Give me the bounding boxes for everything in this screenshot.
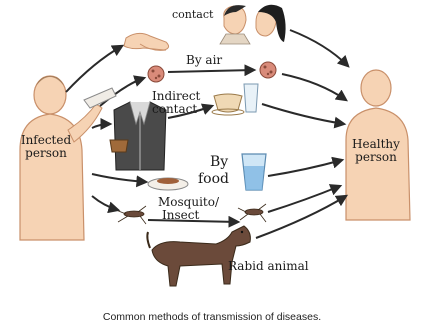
rabid-dog-icon <box>147 226 250 286</box>
arrow-food-in <box>92 174 146 182</box>
arrow-contact-out <box>290 30 348 66</box>
arrow-insect-out <box>268 186 340 212</box>
figure-caption: Common methods of transmission of diseas… <box>103 311 321 323</box>
route-indirect-label-line1: Indirect <box>152 89 201 103</box>
glass-of-water-icon <box>242 154 266 190</box>
target-label-line1: Healthy <box>352 137 400 151</box>
arrow-insect-in <box>92 196 118 210</box>
kissing-couple-icon <box>220 5 286 44</box>
route-air-label: By air <box>186 53 222 67</box>
arrow-animal-out <box>256 196 346 238</box>
target-label-line2: person <box>355 150 397 164</box>
arrow-indirect-in <box>92 124 110 128</box>
arrow-indirect-out <box>262 104 344 124</box>
handshake-icon <box>124 33 169 50</box>
route-animal-label: Rabid animal <box>228 259 309 273</box>
route-food-label-line1: By <box>210 154 228 170</box>
route-insect-label-line1: Mosquito/ <box>158 195 220 209</box>
arrow-air-mid <box>168 70 254 72</box>
route-indirect-label-line2: contact <box>152 102 197 116</box>
cup-and-glass-icon <box>212 84 258 115</box>
cup-icon <box>110 140 128 152</box>
arrow-contact-in <box>66 46 122 92</box>
route-food-label-line2: food <box>198 171 229 187</box>
route-contact-label: contact <box>172 8 214 21</box>
source-label-line1: Infected <box>21 133 72 147</box>
plate-of-food-icon <box>148 178 188 190</box>
source-label-line2: person <box>25 146 67 160</box>
arrow-air-out <box>282 74 346 100</box>
arrow-food-out <box>268 160 342 176</box>
